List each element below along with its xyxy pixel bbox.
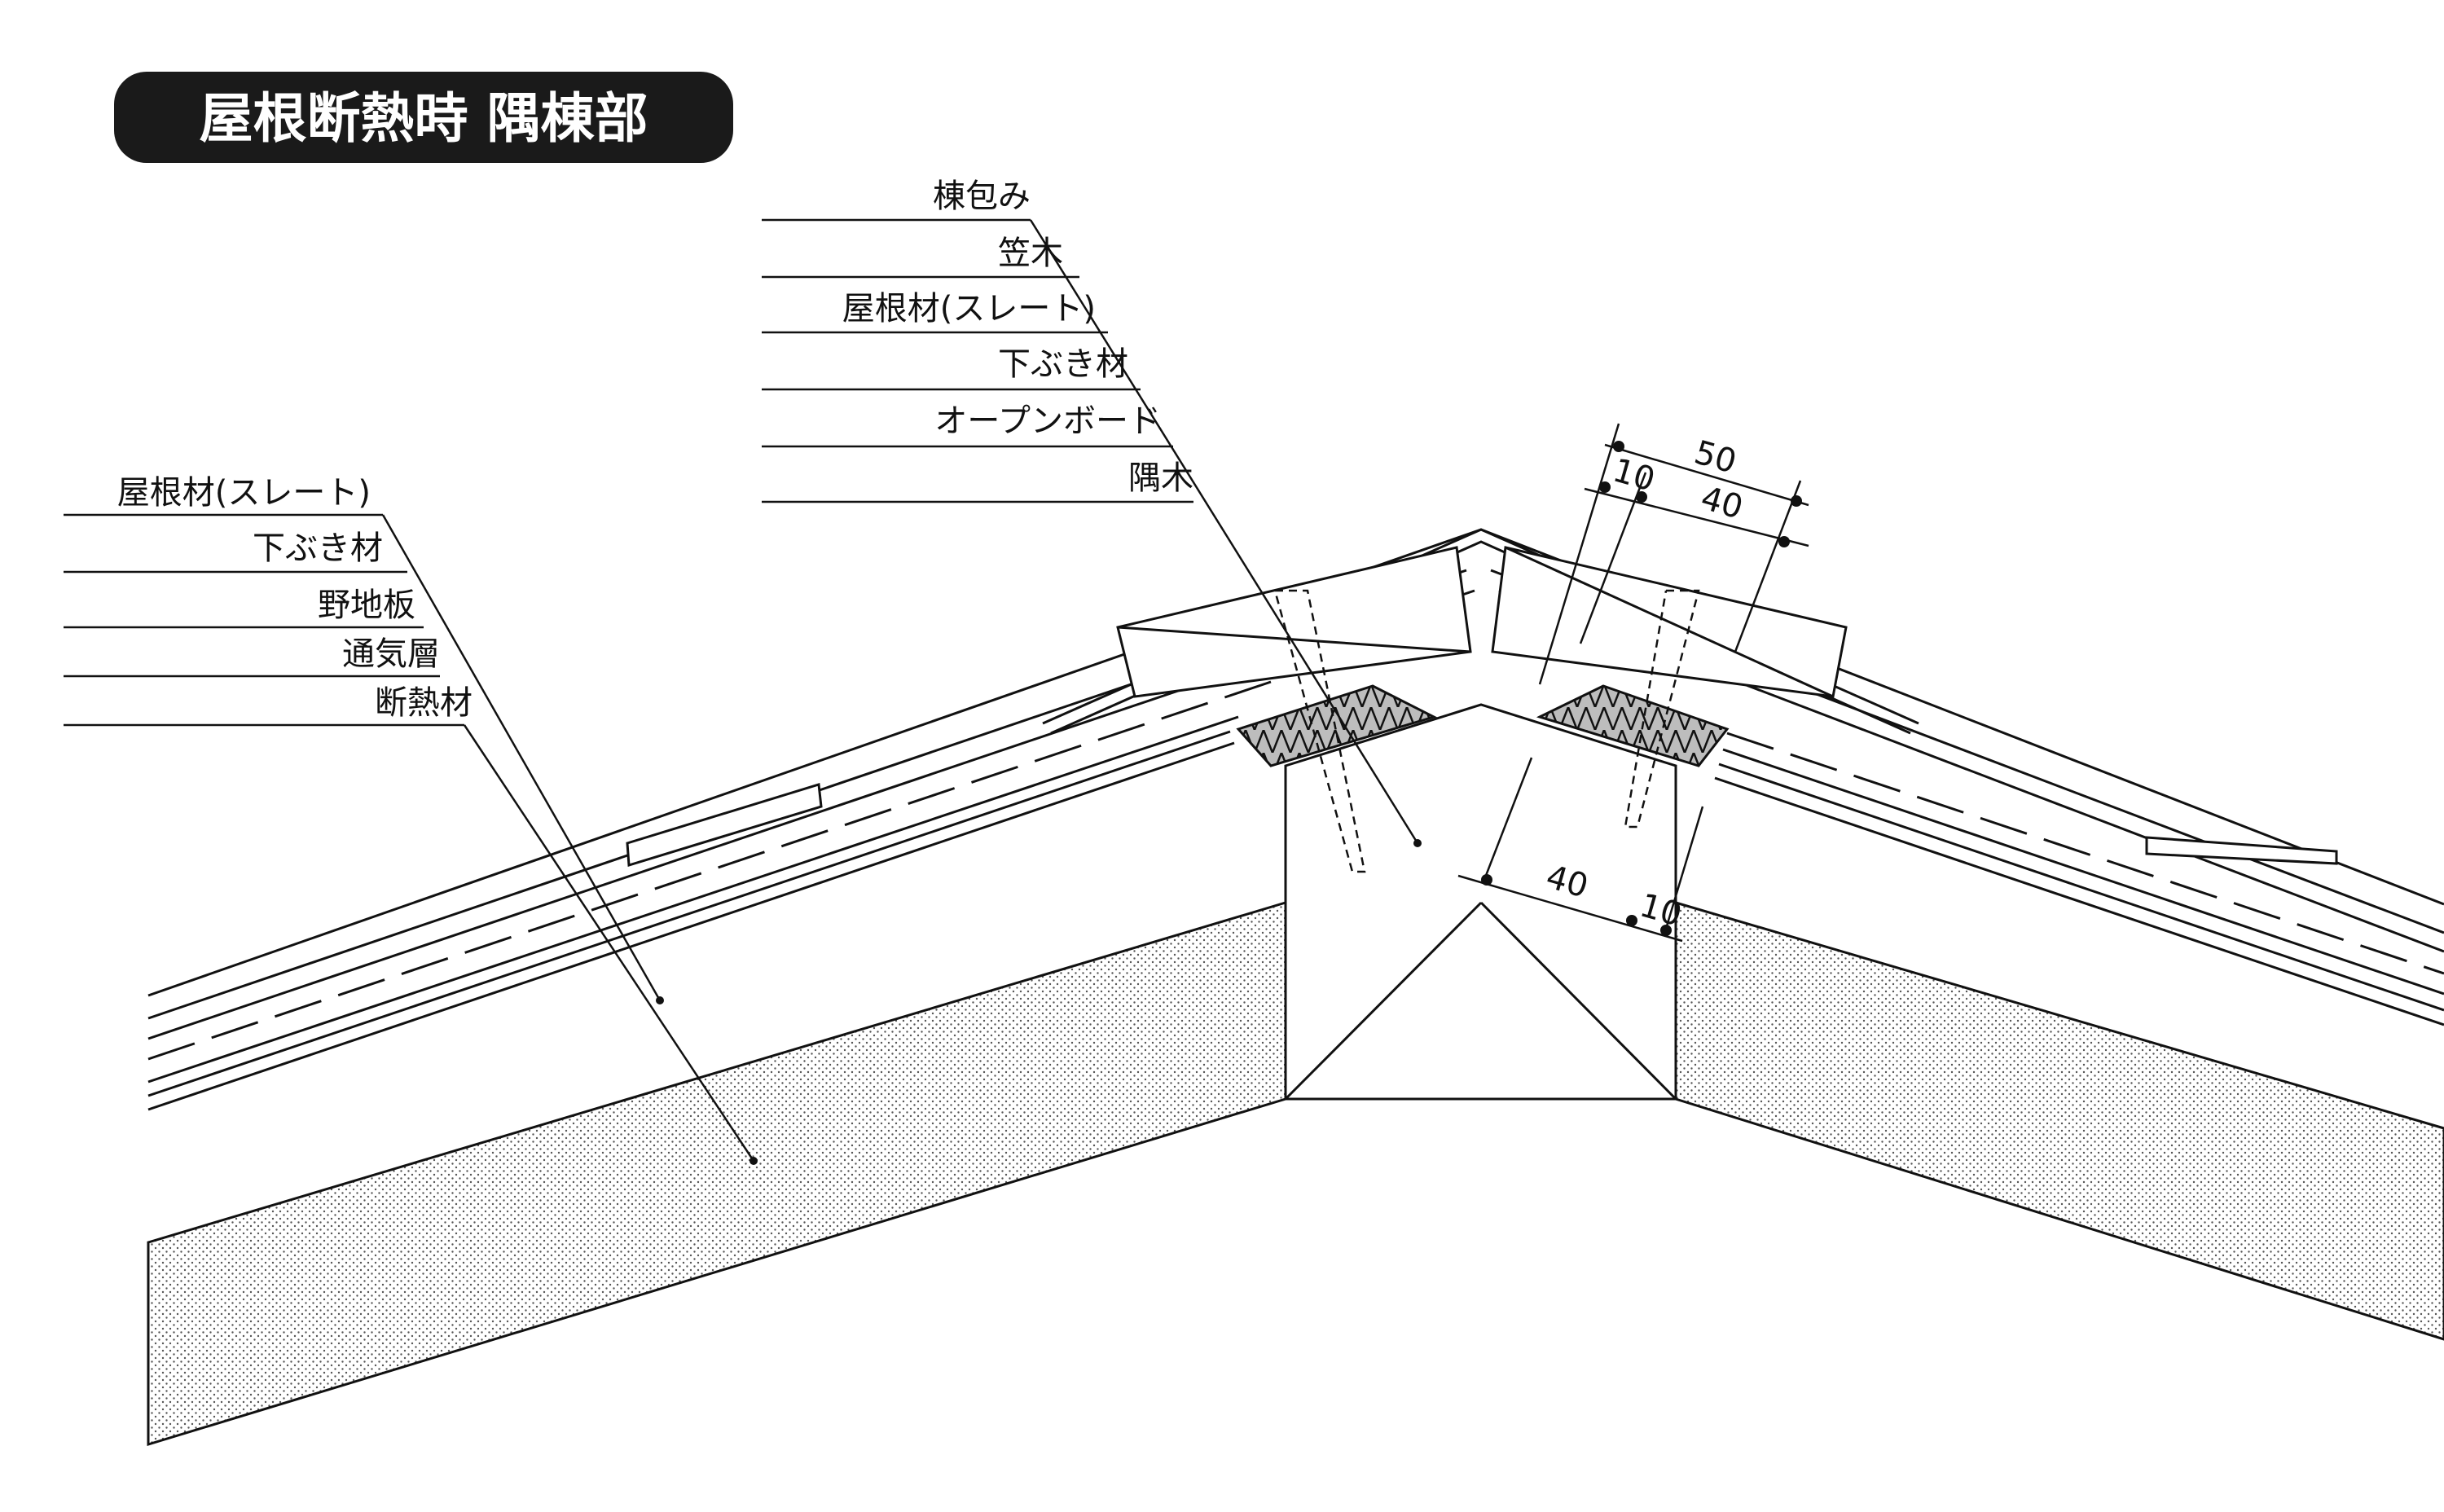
- label-open-board: オープンボード: [934, 402, 1161, 440]
- leader-dots: [656, 839, 1422, 1165]
- label-roof-material: 屋根材(スレート): [117, 474, 371, 512]
- left-label-list: 屋根材(スレート) 下ぶき材 野地板 通気層 断熱材: [117, 474, 473, 722]
- hip-rafter: [1284, 703, 1677, 1101]
- label-underlayment-top: 下ぶき材: [998, 345, 1128, 383]
- label-hip-rafter: 隅木: [1128, 459, 1193, 497]
- label-sheathing: 野地板: [318, 587, 415, 624]
- label-underlayment: 下ぶき材: [253, 530, 383, 567]
- insulation-right: [1674, 900, 2444, 1341]
- dimension-lines: [1457, 423, 1809, 943]
- dim-top-total: 50: [1690, 433, 1741, 481]
- label-ridge-wrap: 棟包み: [933, 178, 1031, 215]
- screws: [1273, 589, 1700, 873]
- open-board-strips: [1236, 684, 1730, 767]
- title-badge: 屋根断熱時 隅棟部: [114, 72, 733, 163]
- label-vent-layer: 通気層: [342, 635, 440, 673]
- dimension-dots: [1481, 441, 1802, 936]
- label-roof-material-top: 屋根材(スレート): [842, 290, 1096, 327]
- page-title: 屋根断熱時 隅棟部: [200, 87, 648, 150]
- kasagi-boards: [1116, 546, 1848, 698]
- slate-tiles: [626, 783, 2338, 867]
- label-kasagi: 笠木: [998, 235, 1063, 272]
- label-insulation: 断熱材: [375, 684, 473, 722]
- top-label-list: 棟包み 笠木 屋根材(スレート) 下ぶき材 オープンボード 隅木: [842, 178, 1193, 497]
- leader-lines: [64, 218, 1419, 1162]
- insulation-left: [147, 900, 1287, 1447]
- title-background: [114, 72, 733, 163]
